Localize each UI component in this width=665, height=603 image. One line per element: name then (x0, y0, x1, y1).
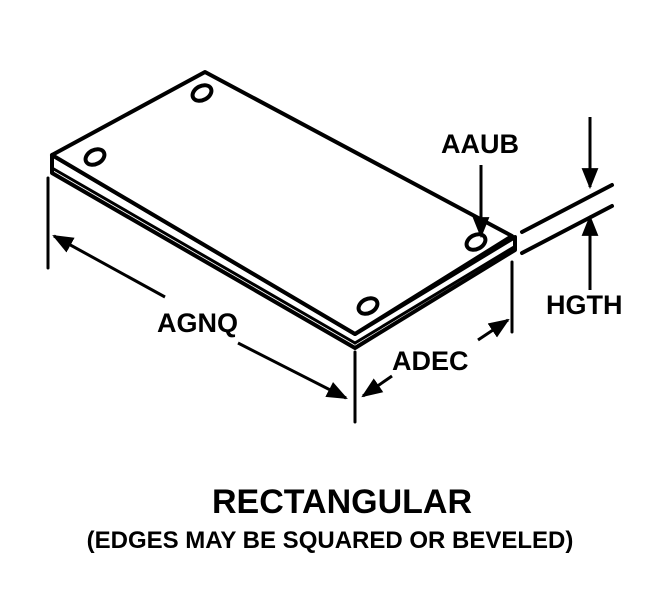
adec-arrow-right (477, 318, 510, 342)
label-adec: ADEC (392, 346, 469, 376)
label-agnq: AGNQ (157, 308, 238, 338)
hole-left (83, 147, 107, 167)
dimension-arrows (52, 117, 599, 400)
label-hgth: HGTH (546, 290, 623, 320)
thickness-section (520, 183, 614, 255)
agnq-arrow-left (52, 234, 166, 299)
label-aaub: AAUB (441, 129, 519, 159)
caption-subtitle: (EDGES MAY BE SQUARED OR BEVELED) (87, 527, 574, 554)
agnq-arrow-right (237, 341, 348, 400)
hole-bottom (356, 296, 380, 316)
plate-bottom-edge (50, 166, 357, 345)
hole-top (190, 83, 214, 103)
adec-arrow-left (361, 374, 393, 398)
plate-top-face (50, 70, 514, 336)
extension-lines (46, 176, 514, 424)
caption-title: RECTANGULAR (212, 483, 472, 521)
rectangular-plate (50, 70, 517, 350)
plate-bottom-edge-right (353, 245, 516, 345)
